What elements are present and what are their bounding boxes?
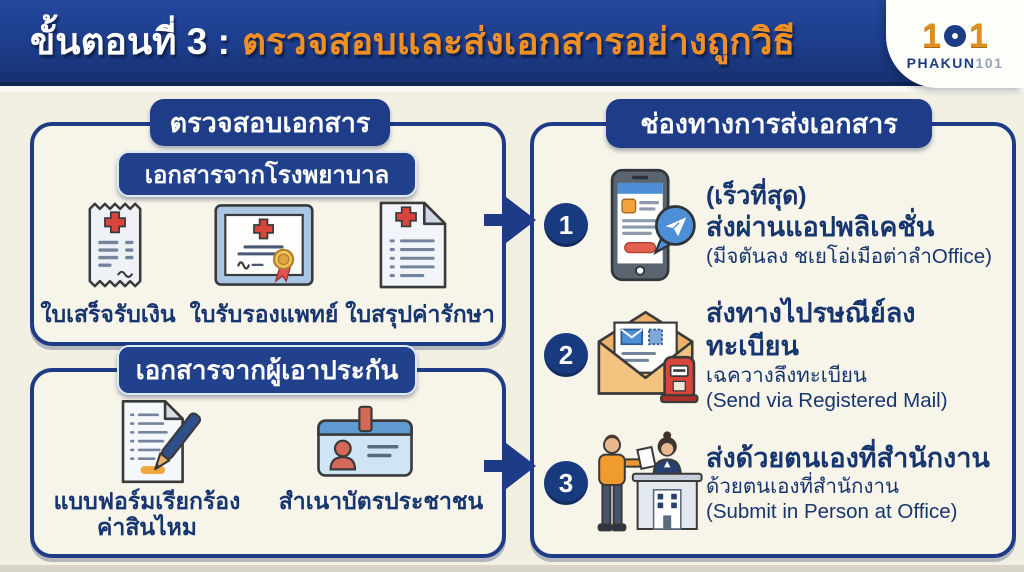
hospital-section-title: เอกสารจากโรงพยาบาล — [117, 151, 417, 197]
id-card-icon — [260, 398, 470, 486]
insured-documents-row — [50, 398, 470, 486]
receipt-icon — [40, 196, 189, 294]
flow-arrow-icon — [484, 197, 536, 243]
channel-row-application: 1 (เร็วที่สุด) — [544, 156, 1002, 294]
logo-digit: 1 — [969, 17, 988, 55]
logo-101-icon: 1 1 — [922, 19, 988, 53]
document-label: แบบฟอร์มเรียกร้อง ค่าสินไหม — [53, 488, 241, 541]
channel-number-badge: 1 — [544, 203, 588, 247]
mobile-app-icon — [588, 166, 704, 284]
bottom-divider — [0, 565, 1024, 572]
expense-summary-icon — [339, 196, 488, 294]
brand-logo: 1 1 PHAKUN101 — [886, 0, 1024, 88]
page-title: ขั้นตอนที่ 3 : ตรวจสอบและส่งเอกสารอย่างถ… — [30, 0, 795, 82]
hospital-documents-labels: ใบเสร็จรับเงิน ใบรับรองแพทย์ ใบสรุปค่ารั… — [30, 297, 498, 333]
medical-certificate-icon — [189, 196, 338, 294]
document-label: สำเนาบัตรประชาชน — [278, 488, 484, 514]
channel-note: (เร็วที่สุด) — [706, 181, 807, 210]
channel-text: ส่งด้วยตนเองที่สำนักงาน ด้วยตนเองที่สำนั… — [706, 442, 1002, 525]
header-bar: ขั้นตอนที่ 3 : ตรวจสอบและส่งเอกสารอย่างถ… — [0, 0, 1024, 88]
channel-subtitle-en: (Send via Registered Mail) — [706, 388, 948, 412]
insured-documents-panel — [30, 368, 506, 558]
channel-number-badge: 3 — [544, 461, 588, 505]
step-title: ตรวจสอบและส่งเอกสารอย่างถูกวิธี — [241, 20, 796, 62]
channel-text: ส่งทางไปรษณีย์ลงทะเบียน เฉควางลึงทะเบียน… — [706, 297, 1002, 413]
insured-documents-labels: แบบฟอร์มเรียกร้อง ค่าสินไหม สำเนาบัตรประ… — [30, 488, 498, 541]
logo-digit: 1 — [922, 17, 941, 55]
claim-form-icon — [50, 398, 260, 486]
flow-arrow-icon — [484, 443, 536, 489]
insured-section-title: เอกสารจากผู้เอาประกัน — [117, 345, 417, 395]
channel-row-registered-mail: 2 ส่งทางไปรษณีย์ลงทะเบียน เฉควางลึงทะเบี… — [544, 294, 1002, 416]
document-label: ใบรับรองแพทย์ — [189, 301, 339, 327]
channel-title: ส่งด้วยตนเองที่สำนักงาน — [706, 442, 990, 473]
channel-title: ส่งทางไปรษณีย์ลงทะเบียน — [706, 298, 916, 361]
channel-row-in-person: 3 — [544, 420, 1002, 546]
registered-mail-icon — [588, 305, 704, 405]
channel-subtitle: เฉควางลึงทะเบียน — [706, 363, 867, 387]
channel-title: ส่งผ่านแอปพลิเคชั่น — [706, 212, 935, 243]
channel-subtitle: ด้วยตนเองที่สำนักงาน — [706, 475, 899, 499]
channel-subtitle-en: (Submit in Person at Office) — [706, 500, 958, 524]
document-label: ใบสรุปค่ารักษา — [345, 301, 495, 327]
brand-name: PHAKUN101 — [906, 55, 1004, 71]
in-person-counter-icon — [588, 427, 704, 539]
channel-subtitle: (มีจตันลง ชเยโอ่เมือต่าลำOffice) — [706, 245, 992, 269]
channel-number-badge: 2 — [544, 333, 588, 377]
document-label: ใบเสร็จรับเงิน — [40, 301, 176, 327]
logo-ring-icon — [944, 25, 966, 47]
hospital-documents-row — [40, 196, 488, 294]
right-panel-title: ช่องทางการส่งเอกสาร — [606, 99, 932, 148]
channel-text: (เร็วที่สุด) ส่งผ่านแอปพลิเคชั่น (มีจตัน… — [706, 181, 1002, 269]
left-panel-title: ตรวจสอบเอกสาร — [150, 99, 390, 146]
step-label: ขั้นตอนที่ 3 : — [30, 20, 230, 62]
